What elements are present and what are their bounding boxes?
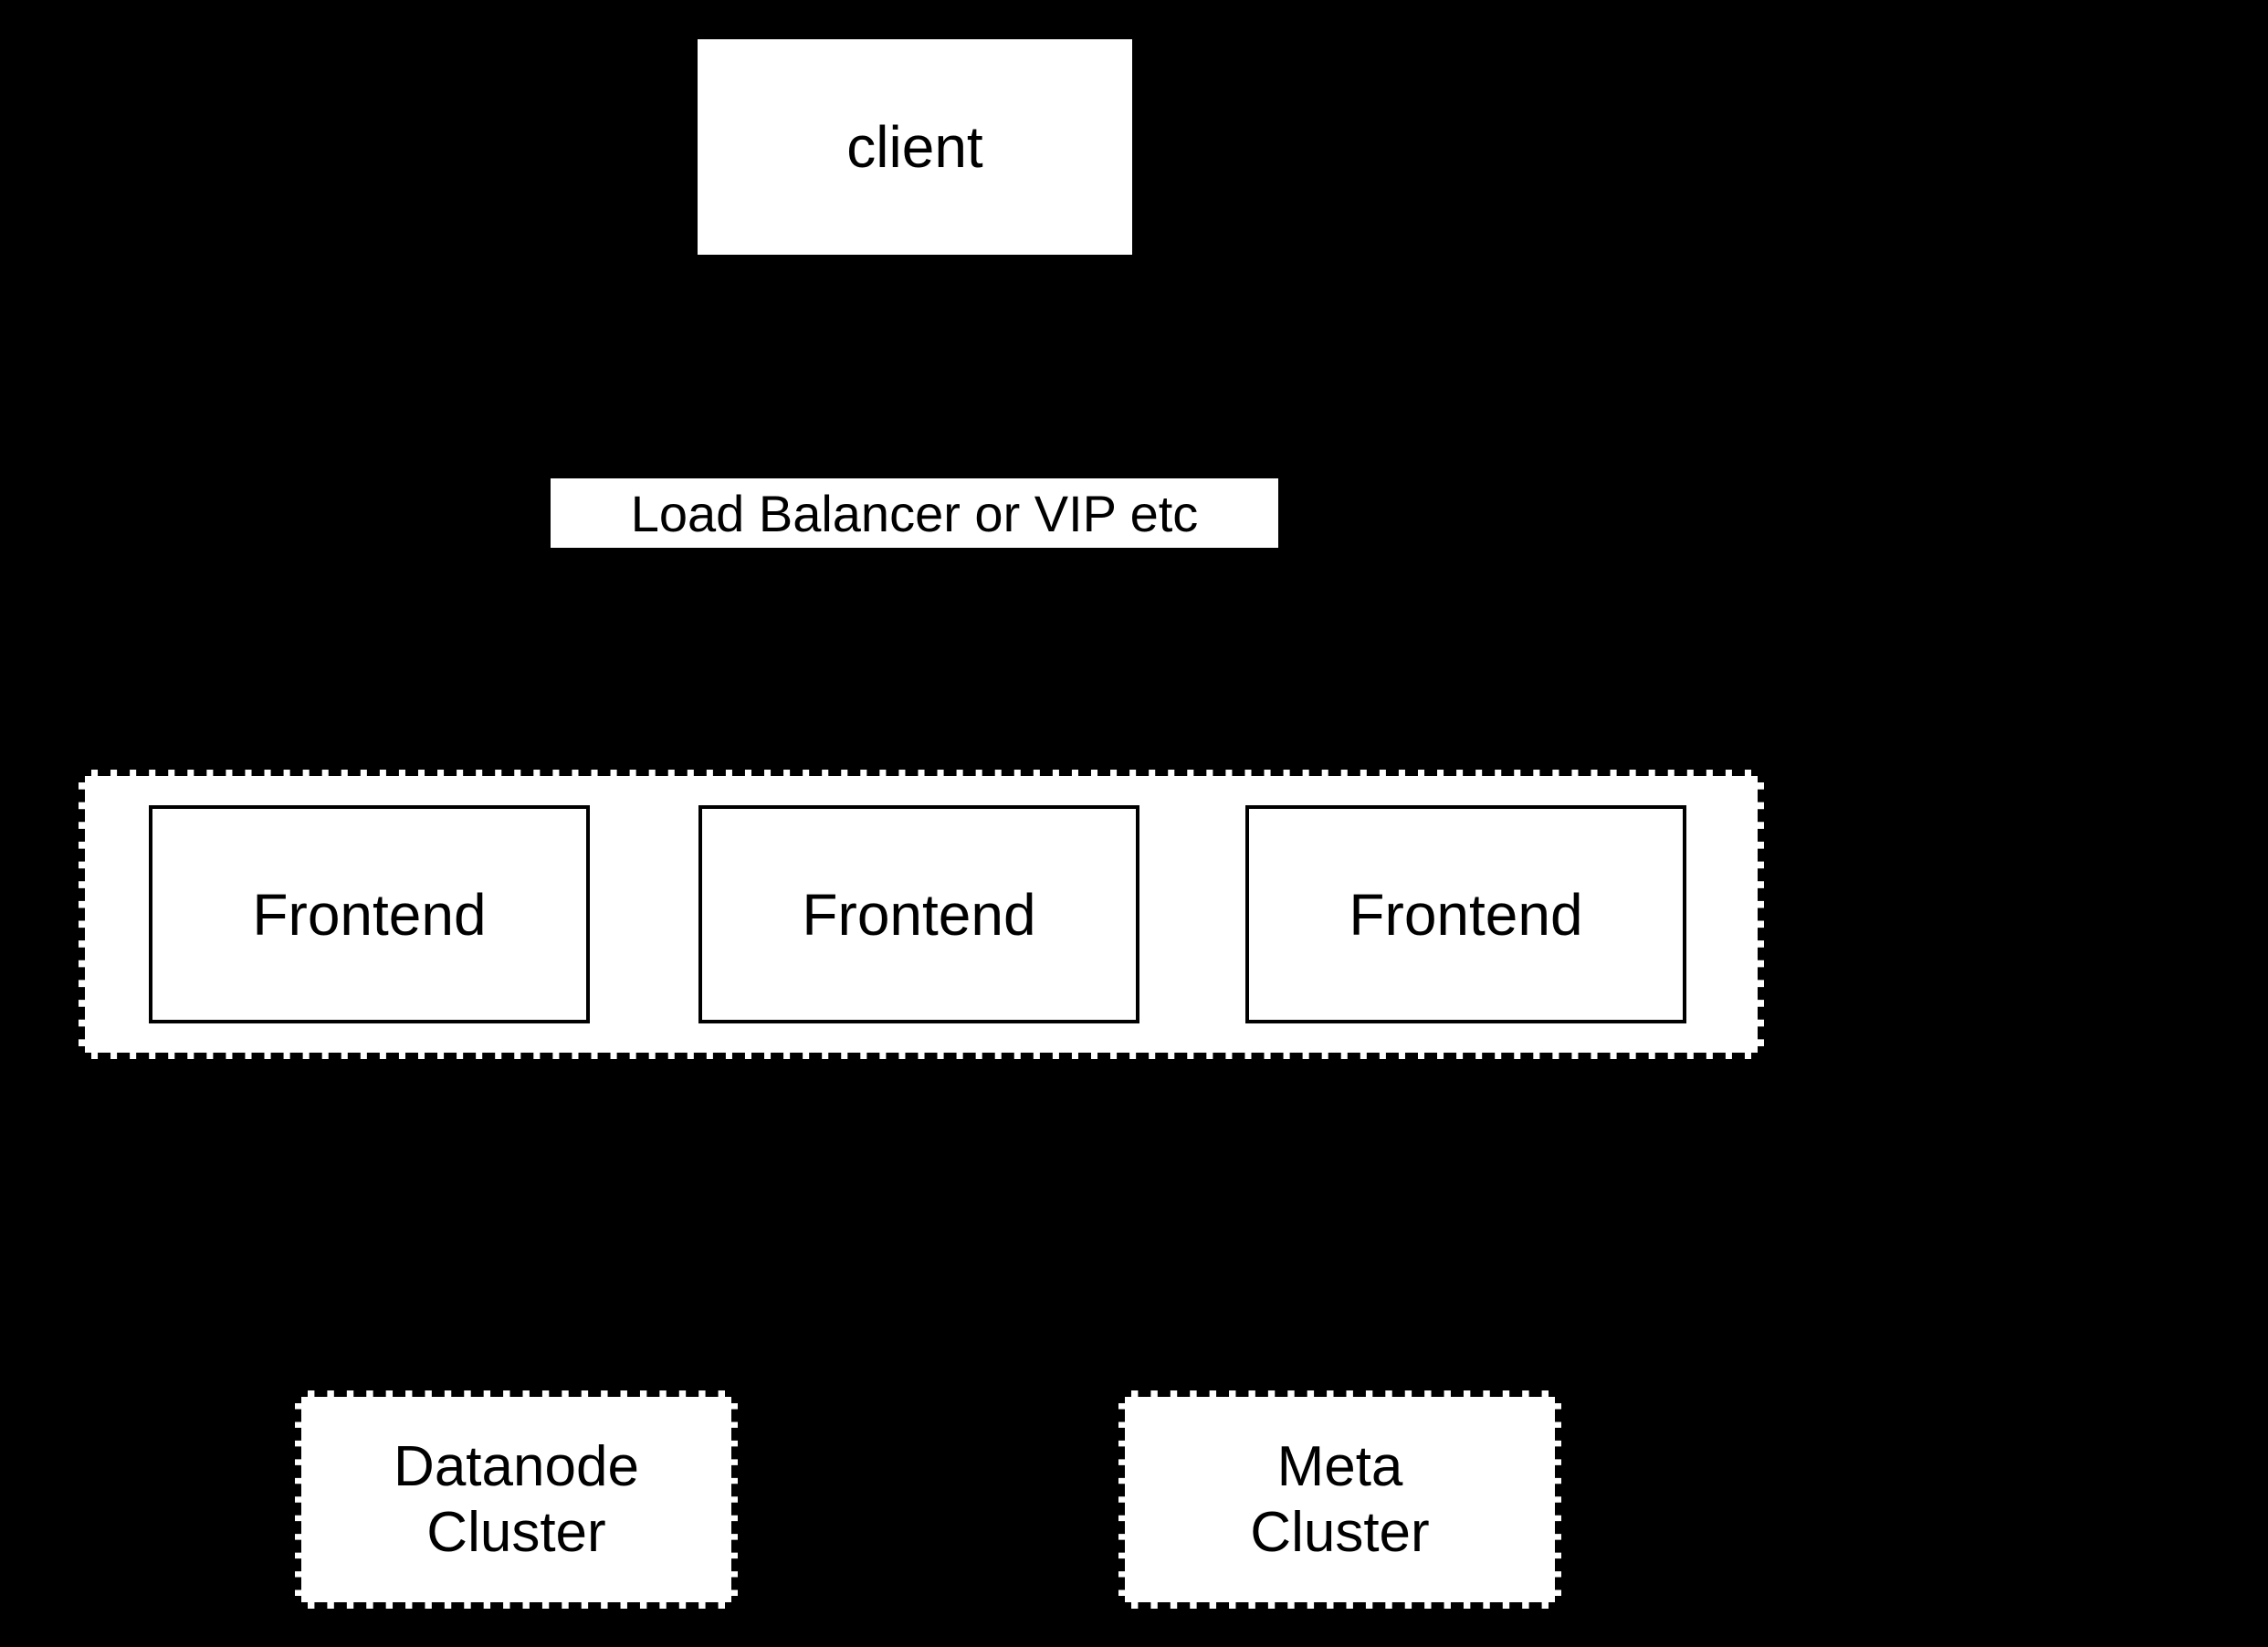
meta-cluster-node: Meta Cluster: [1118, 1390, 1561, 1609]
frontend-node-2: Frontend: [698, 805, 1139, 1023]
frontend-node-3: Frontend: [1245, 805, 1686, 1023]
client-node: client: [698, 39, 1132, 255]
load-balancer-node: Load Balancer or VIP etc: [551, 478, 1278, 548]
meta-cluster-label-line2: Cluster: [1250, 1500, 1430, 1564]
frontend-node-3-label: Frontend: [1349, 881, 1583, 948]
meta-cluster-label-line1: Meta: [1276, 1435, 1403, 1499]
frontend-node-1-label: Frontend: [252, 881, 487, 948]
client-node-label: client: [846, 114, 983, 180]
load-balancer-node-label: Load Balancer or VIP etc: [630, 484, 1199, 542]
frontend-node-1: Frontend: [149, 805, 590, 1023]
frontend-group-container: Frontend Frontend Frontend: [79, 770, 1764, 1059]
datanode-cluster-label-line1: Datanode: [394, 1435, 639, 1499]
datanode-cluster-label-line2: Cluster: [426, 1500, 606, 1564]
frontend-node-2-label: Frontend: [802, 881, 1036, 948]
datanode-cluster-node: Datanode Cluster: [295, 1390, 738, 1609]
